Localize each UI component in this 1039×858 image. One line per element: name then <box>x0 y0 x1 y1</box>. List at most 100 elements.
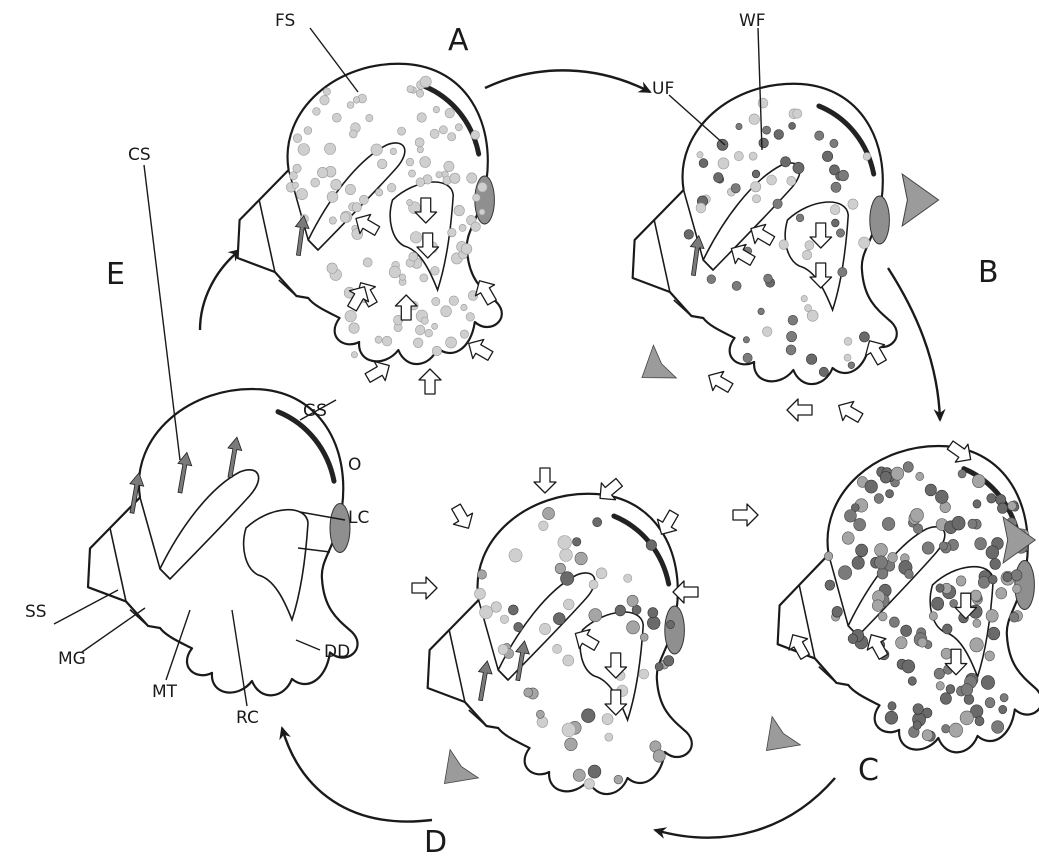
particle-dot <box>952 516 965 530</box>
particle-dot <box>311 178 320 187</box>
particle-dot <box>793 109 802 118</box>
particle-dot <box>888 552 898 562</box>
particle-dot <box>477 570 486 579</box>
particle-dot <box>329 217 336 224</box>
particle-dot <box>349 130 357 138</box>
particle-dot <box>684 230 693 240</box>
particle-dot <box>838 267 847 276</box>
particle-dot <box>353 97 359 104</box>
particle-dot <box>787 331 797 341</box>
particle-dot <box>432 323 438 329</box>
particle-dot <box>773 199 782 209</box>
particle-dot <box>416 90 423 98</box>
particle-dot <box>514 622 523 631</box>
particle-dot <box>859 237 870 248</box>
particle-dot <box>589 609 602 622</box>
particle-dot <box>972 474 985 487</box>
particle-dot <box>293 134 302 143</box>
particle-dot <box>939 542 947 550</box>
particle-dot <box>340 213 350 223</box>
particle-dot <box>387 183 396 192</box>
particle-dot <box>471 222 480 232</box>
particle-dot <box>831 182 841 192</box>
particle-dot <box>478 182 488 192</box>
particle-dot <box>560 549 573 562</box>
particle-dot <box>461 304 467 311</box>
particle-dot <box>304 127 312 135</box>
particle-dot <box>960 711 973 725</box>
particle-dot <box>647 616 660 629</box>
particle-dot <box>985 698 995 708</box>
particle-dot <box>539 623 550 634</box>
particle-dot <box>1008 501 1017 510</box>
particle-dot <box>877 568 888 579</box>
particle-dot <box>789 122 796 129</box>
particle-dot <box>345 184 355 194</box>
particle-dot <box>902 660 915 673</box>
particle-dot <box>824 552 832 561</box>
particle-dot <box>471 131 480 140</box>
particle-dot <box>479 209 485 215</box>
particle-dot <box>648 608 658 618</box>
particle-dot <box>885 711 898 724</box>
particle-dot <box>880 471 891 483</box>
label-cs: CS <box>128 145 151 165</box>
particle-dot <box>410 232 421 244</box>
particle-dot <box>416 178 425 187</box>
particle-dot <box>925 484 936 496</box>
particle-dot <box>946 685 955 694</box>
label-wf: WF <box>739 11 766 31</box>
particle-dot <box>646 540 656 551</box>
particle-dot <box>779 240 788 250</box>
particle-dot <box>763 126 771 134</box>
particle-dot <box>822 151 832 162</box>
particle-dot <box>896 637 908 649</box>
particle-dot <box>420 157 431 168</box>
particle-dot <box>749 152 757 160</box>
particle-dot <box>978 576 989 588</box>
cycle-arrow-c-d <box>655 778 835 838</box>
particle-dot <box>473 194 481 202</box>
particle-dot <box>802 250 811 260</box>
particle-dot <box>366 114 373 121</box>
particle-dot <box>420 274 428 282</box>
particle-dot <box>936 682 944 691</box>
particle-dot <box>815 131 824 140</box>
particle-dot <box>363 258 372 267</box>
cycle-arrow-a-b <box>485 70 650 92</box>
label-mg: MG <box>58 649 86 669</box>
particle-dot <box>718 158 729 169</box>
particle-dot <box>986 546 999 559</box>
particle-dot <box>351 352 357 358</box>
particle-dot <box>390 148 396 155</box>
particle-dot <box>875 543 888 556</box>
particle-dot <box>297 189 308 200</box>
particle-dot <box>298 144 310 156</box>
particle-dot <box>561 572 574 586</box>
particle-dot <box>971 590 982 601</box>
particle-dot <box>848 634 857 644</box>
particle-dot <box>734 151 743 160</box>
particle-dot <box>584 779 594 790</box>
particle-dot <box>327 263 337 274</box>
particle-dot <box>448 133 456 141</box>
particle-dot <box>327 191 338 202</box>
particle-dot <box>347 102 354 109</box>
particle-dot <box>349 323 359 334</box>
particle-dot <box>655 663 663 671</box>
particle-dot <box>575 552 587 565</box>
particle-dot <box>439 126 447 134</box>
particle-dot <box>992 721 1004 734</box>
particle-dot <box>707 275 716 284</box>
particle-dot <box>596 568 607 579</box>
particle-dot <box>752 195 760 203</box>
particle-dot <box>498 644 508 654</box>
particle-dot <box>555 563 565 574</box>
particle-dot <box>433 106 439 113</box>
particle-dot <box>936 584 944 593</box>
particle-dot <box>425 329 433 337</box>
particle-dot <box>929 612 937 621</box>
particle-dot <box>990 558 1001 569</box>
particle-dot <box>942 724 950 733</box>
particle-dot <box>436 172 442 178</box>
